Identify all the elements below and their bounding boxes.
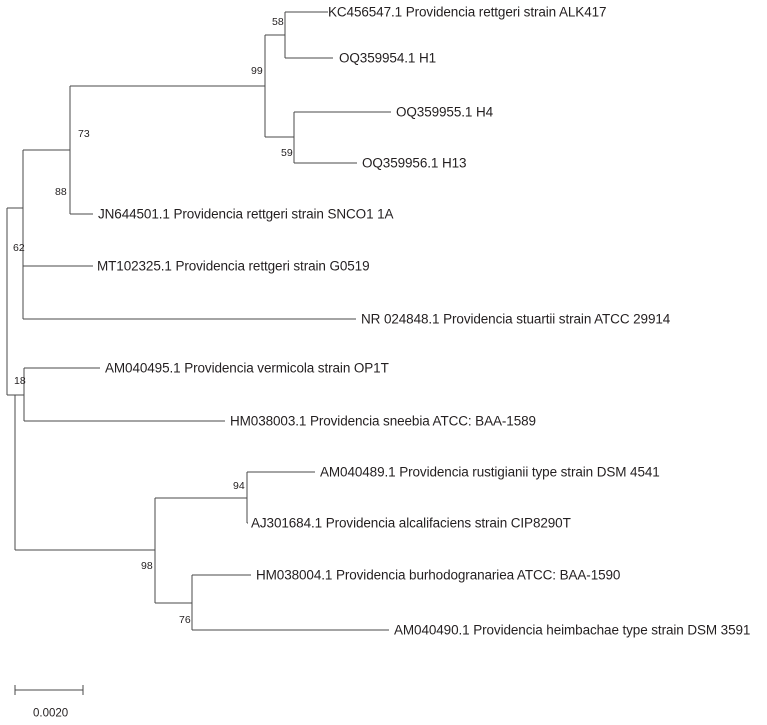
tip-label-am040490: AM040490.1 Providencia heimbachae type s… [394, 622, 751, 638]
support-value-59: 59 [281, 146, 293, 159]
support-value-99: 99 [251, 64, 263, 77]
tip-label-oq359954: OQ359954.1 H1 [339, 50, 437, 66]
tip-label-mt102325: MT102325.1 Providencia rettgeri strain G… [97, 258, 370, 274]
support-value-62: 62 [13, 241, 25, 254]
support-value-18: 18 [14, 374, 26, 387]
support-value-76: 76 [179, 613, 191, 626]
tip-label-oq359956: OQ359956.1 H13 [362, 155, 467, 171]
tip-label-am040489: AM040489.1 Providencia rustigianii type … [320, 464, 660, 480]
tip-label-hm038003: HM038003.1 Providencia sneebia ATCC: BAA… [230, 413, 536, 429]
scale-bar-label: 0.0020 [33, 707, 69, 720]
support-value-98: 98 [141, 559, 153, 572]
tip-label-oq359955: OQ359955.1 H4 [396, 104, 494, 120]
support-value-94: 94 [233, 479, 245, 492]
support-value-58: 58 [272, 15, 284, 28]
tip-label-am040495: AM040495.1 Providencia vermicola strain … [105, 360, 389, 376]
tip-label-jn644501: JN644501.1 Providencia rettgeri strain S… [98, 206, 394, 222]
tip-label-nr024848: NR 024848.1 Providencia stuartii strain … [361, 311, 671, 327]
tip-label-hm038004: HM038004.1 Providencia burhodogranariea … [256, 567, 621, 583]
support-value-88: 88 [55, 185, 67, 198]
tip-label-aj301684: AJ301684.1 Providencia alcalifaciens str… [251, 515, 571, 531]
tip-label-kc456547: KC456547.1 Providencia rettgeri strain A… [328, 4, 607, 20]
support-value-73: 73 [78, 127, 90, 140]
